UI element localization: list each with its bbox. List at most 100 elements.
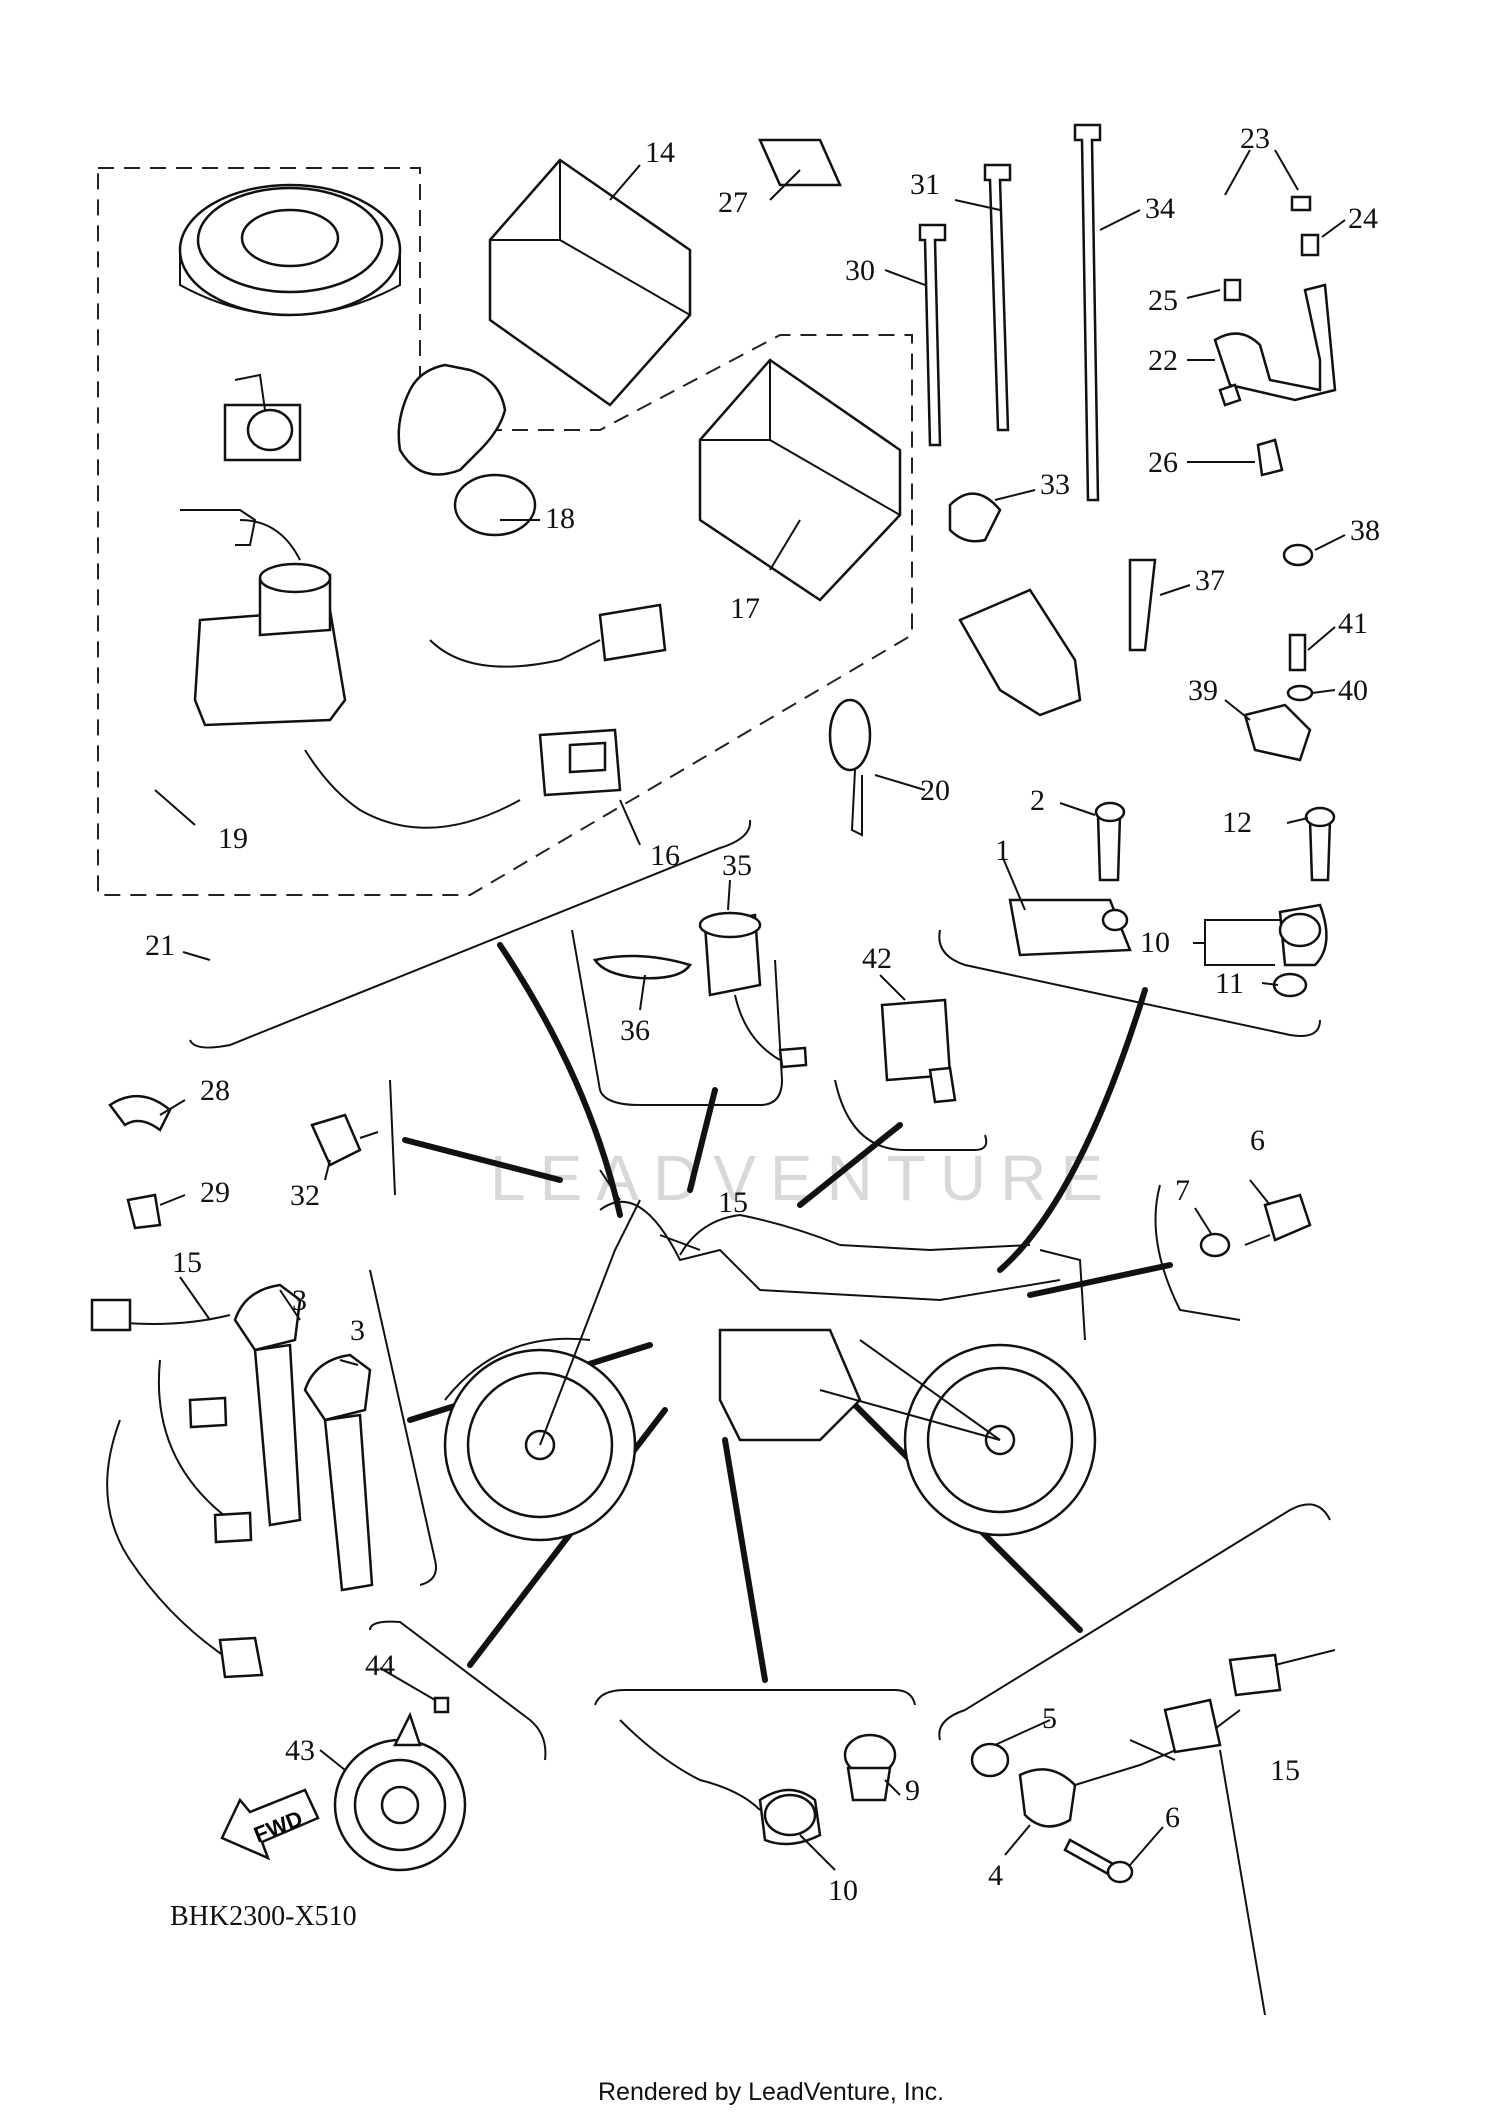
main-switch-part <box>180 509 521 829</box>
callout-4: 4 <box>988 1859 1003 1892</box>
callout-39: 39 <box>1188 674 1218 707</box>
cover-36-part <box>592 954 692 980</box>
sensor-4-part <box>970 1649 1336 1884</box>
switch-9-part <box>843 1733 897 1802</box>
leader-32 <box>402 1137 563 1183</box>
callout-28: 28 <box>200 1074 230 1107</box>
callout-25: 25 <box>1148 284 1178 317</box>
callout-24: 24 <box>1348 202 1378 235</box>
group-bracket-key-set <box>189 819 752 1049</box>
sensor-10-part <box>619 1719 822 1846</box>
sensor-7-part <box>1199 1193 1312 1258</box>
group-bracket-relay <box>834 1079 988 1151</box>
clip-29-part <box>126 1193 162 1230</box>
callout-27: 27 <box>718 186 748 219</box>
connector-part <box>538 728 622 797</box>
callout-13: 12 <box>1222 806 1252 839</box>
callout-7: 6 <box>1250 1124 1265 1157</box>
callout-26: 26 <box>1148 446 1178 479</box>
group-bracket-3 <box>369 1269 437 1586</box>
callout-leaders <box>154 149 1346 2016</box>
bracket-37-part <box>1128 558 1157 652</box>
callout-14: 14 <box>645 136 675 169</box>
diagram-code: BHK2300-X510 <box>170 1901 357 1932</box>
cable-ties-part <box>918 123 1102 502</box>
clamp-33-part <box>948 492 1002 543</box>
callout-1: 1 <box>995 834 1010 867</box>
clip-28-part <box>108 1094 172 1132</box>
callout-15-right: 15 <box>1270 1754 1300 1787</box>
bracket-22-part <box>1213 195 1337 477</box>
callout-36: 36 <box>620 1014 650 1047</box>
sensor-11-part <box>1272 806 1336 998</box>
callout-22: 22 <box>1148 344 1178 377</box>
callout-3-b: 3 <box>350 1314 365 1347</box>
callout-44: 44 <box>365 1649 395 1682</box>
callout-33: 33 <box>1040 468 1070 501</box>
callout-37: 37 <box>1195 564 1225 597</box>
group-bracket-7-8 <box>1154 1184 1241 1321</box>
callout-6: 6 <box>1165 1801 1180 1834</box>
sensor-1-part <box>1008 801 1132 957</box>
callout-42: 42 <box>862 942 892 975</box>
callout-11: 10 <box>1140 926 1170 959</box>
callout-31: 31 <box>910 168 940 201</box>
sensor-32-part <box>310 1113 379 1167</box>
group-bracket-horn <box>369 1620 547 1761</box>
socket-35-part <box>698 911 808 1069</box>
cap-38-part <box>1282 543 1314 567</box>
relay-42-part <box>880 998 957 1104</box>
callout-34: 34 <box>1145 192 1175 225</box>
fuel-strip-part <box>758 138 842 187</box>
lock-part <box>223 373 302 462</box>
bracket-39-part <box>1243 633 1314 762</box>
callout-23: 23 <box>1240 122 1270 155</box>
callout-12: 11 <box>1215 967 1244 1000</box>
leader-10 <box>722 1437 768 1683</box>
callout-43: 43 <box>285 1734 315 1767</box>
callout-8: 7 <box>1175 1174 1190 1207</box>
leader-relay <box>797 1122 903 1208</box>
callout-3-a: 3 <box>292 1284 307 1317</box>
immobilizer-unit-part <box>397 363 667 668</box>
callout-labels: 14 27 30 31 34 23 24 25 22 26 33 38 37 4… <box>145 122 1380 1907</box>
callout-20: 20 <box>920 774 950 807</box>
motorcycle-illustration <box>443 1169 1097 1542</box>
callout-18: 18 <box>545 502 575 535</box>
group-bracket-10 <box>594 1689 916 1706</box>
footer-credit: Rendered by LeadVenture, Inc. <box>598 2078 944 2106</box>
fuel-cap-part <box>178 183 402 317</box>
ecu-17-part <box>698 358 902 602</box>
leader-sensors <box>997 987 1148 1273</box>
callout-40: 40 <box>1338 674 1368 707</box>
callout-10: 10 <box>828 1874 858 1907</box>
key-set-dashed-box <box>97 167 913 896</box>
callout-21: 21 <box>145 929 175 962</box>
leader-key-set <box>497 942 623 1218</box>
horn-43-part <box>333 1696 467 1872</box>
callout-16: 16 <box>650 839 680 872</box>
callout-38: 38 <box>1350 514 1380 547</box>
ecu-14-part <box>488 158 692 407</box>
group-bracket-socket <box>571 929 784 1106</box>
coupler-part <box>958 588 1082 717</box>
callout-2: 2 <box>1030 784 1045 817</box>
group-bracket-4 <box>938 1503 1331 1741</box>
leader-socket <box>687 1087 718 1193</box>
callout-29: 29 <box>200 1176 230 1209</box>
callout-35: 35 <box>722 849 752 882</box>
callout-17: 17 <box>730 592 760 625</box>
callout-9: 9 <box>905 1774 920 1807</box>
leader-7-8 <box>1027 1262 1173 1298</box>
callout-15-center: 15 <box>718 1186 748 1219</box>
ignition-coils-part <box>90 1283 374 1679</box>
group-bracket-sensors <box>938 929 1321 1037</box>
callout-32: 32 <box>290 1179 320 1212</box>
group-bracket-32 <box>389 1079 396 1196</box>
callout-19: 19 <box>218 822 248 855</box>
watermark-text: LEADVENTURE <box>490 1142 1117 1214</box>
callout-5: 5 <box>1042 1702 1057 1735</box>
fwd-arrow-part: FWD <box>220 1788 320 1861</box>
key-blank-part <box>828 698 872 837</box>
